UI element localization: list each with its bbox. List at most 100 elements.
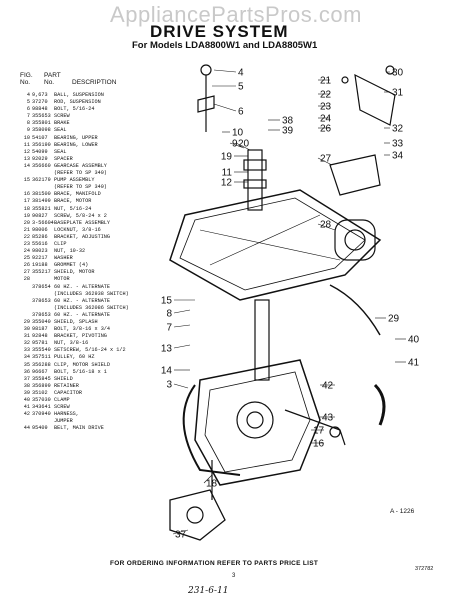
footer-note: FOR ORDERING INFORMATION REFER TO PARTS …: [110, 560, 319, 567]
parts-no: 9,673: [32, 92, 48, 98]
parts-desc: NUT, 5/16-24: [54, 205, 92, 212]
parts-fig: 42: [23, 411, 30, 418]
parts-desc: GEARCASE ASSEMBLY: [54, 162, 107, 169]
handwritten-note: 231-6-11: [188, 586, 229, 596]
callout-leader: [203, 474, 213, 484]
parts-desc: SPACER: [54, 155, 73, 162]
parts-no: 92217: [32, 255, 48, 262]
parts-fig: 37: [23, 375, 30, 382]
parts-no: 95409: [32, 425, 48, 432]
parts-desc: WASHER: [54, 255, 73, 262]
page-subtitle: For Models LDA8800W1 and LDA8805W1: [132, 40, 318, 51]
parts-desc: 60 HZ. - ALTERNATE: [54, 297, 111, 304]
parts-fig: 35: [23, 361, 30, 368]
parts-no: 92848: [32, 333, 48, 340]
callout-label: 16: [313, 439, 325, 450]
splash-shield: [329, 284, 381, 336]
callout-label: 10: [232, 128, 244, 139]
parts-desc: SETSCREW, 5/16-24 x 1/2: [54, 347, 126, 354]
parts-no: 378653: [32, 311, 51, 318]
callout-label: 11: [222, 168, 233, 179]
parts-no: 357030: [32, 397, 51, 404]
page-title: DRIVE SYSTEM: [150, 22, 289, 41]
parts-fig: 17: [23, 198, 30, 205]
callout-label: 22: [320, 90, 332, 101]
motor: [334, 219, 376, 261]
parts-fig: 22: [23, 233, 30, 240]
parts-fig: 25: [23, 255, 30, 262]
parts-no: 98848: [32, 106, 48, 113]
parts-no: 355821: [32, 205, 51, 212]
watermark: AppliancePartsPros.com: [110, 2, 362, 27]
callout-label: 30: [392, 68, 404, 79]
callout-label: 40: [408, 335, 420, 346]
parts-fig: 24: [23, 248, 30, 255]
callout-label: 29: [388, 314, 400, 325]
parts-desc: HARNESS,: [54, 411, 79, 418]
suspension-ball: [200, 64, 212, 76]
parts-fig: 6: [26, 106, 30, 113]
callout-leader: [317, 223, 336, 231]
parts-no: 98023: [32, 248, 48, 255]
parts-no: 381500: [32, 191, 51, 198]
parts-desc: MOTOR: [54, 276, 70, 283]
callout-label: 17: [313, 426, 325, 437]
parts-desc: SCREW: [54, 404, 70, 411]
parts-desc: BOLT, 3/8-16 x 3/4: [54, 326, 111, 333]
callout-leader: [213, 103, 237, 112]
callout-label: 39: [282, 126, 294, 137]
baseplate: [169, 189, 382, 301]
parts-row: (INCLUDES 362086 SWITCH): [18, 305, 168, 312]
callout-label: 18: [206, 479, 218, 490]
parts-fig: 13: [23, 155, 30, 162]
drive-belt: [182, 384, 241, 476]
parts-desc: BRAKE: [54, 120, 70, 127]
callout-label: 38: [282, 116, 294, 127]
parts-desc: SHIELD: [54, 375, 73, 382]
header-fig: FIG.No.: [20, 72, 33, 86]
parts-row: JUMPER: [18, 418, 168, 425]
parts-fig: 4: [26, 92, 30, 98]
callout-label: 12: [221, 178, 233, 189]
callout-label: 6: [238, 107, 244, 118]
parts-fig: 14: [23, 162, 30, 169]
parts-desc: CLIP, MOTOR SHIELD: [54, 361, 111, 368]
parts-fig: 18: [23, 205, 30, 212]
parts-desc: BEARING, LOWER: [54, 141, 98, 148]
parts-fig: 8: [26, 120, 30, 127]
parts-desc: (REFER TO SP 340): [54, 170, 107, 177]
parts-desc: SEAL: [54, 148, 67, 155]
parts-desc: PUMP ASSEMBLY: [54, 177, 95, 184]
parts-fig: 27: [23, 269, 30, 276]
parts-no: 356190: [32, 141, 51, 148]
parts-no: 355040: [32, 319, 51, 325]
parts-desc: (INCLUDES 362938 SWITCH): [54, 290, 129, 297]
parts-no: 95781: [32, 340, 48, 347]
callout-leader: [229, 142, 245, 149]
parts-no: 370940: [32, 411, 51, 418]
document-code: 372782: [415, 566, 434, 572]
parts-no: 54107: [32, 134, 48, 141]
callout-label: 27: [320, 154, 332, 165]
callout-label: 28: [320, 220, 332, 231]
parts-desc: NUT, 3/8-16: [54, 340, 89, 347]
parts-desc: LOCKNUT, 3/8-16: [54, 226, 101, 233]
callout-label: 15: [161, 296, 173, 307]
spacer-plate: [197, 95, 215, 113]
parts-fig: 7: [26, 113, 30, 120]
header-description: DESCRIPTION: [72, 79, 117, 86]
parts-fig: 9: [26, 127, 30, 134]
